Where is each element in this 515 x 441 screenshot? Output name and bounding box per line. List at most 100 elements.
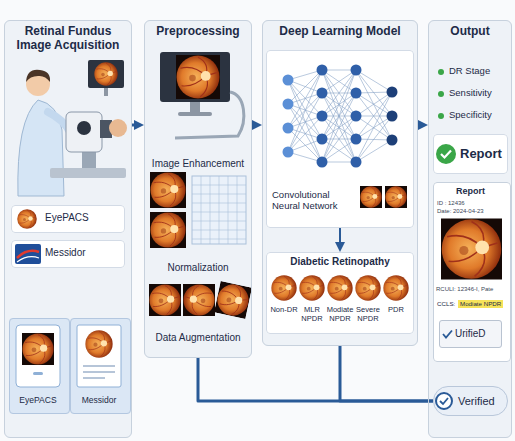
preprocessing-art: [149, 52, 252, 319]
connector: [340, 346, 433, 401]
fundus-camera-scene: [18, 60, 127, 196]
network-art: [351, 134, 362, 145]
network-art: [283, 75, 294, 86]
dataset-card-art: [83, 366, 115, 378]
network-art: [360, 186, 382, 208]
connector: [252, 124, 256, 127]
step-label: Normalization: [146, 262, 250, 274]
dataset-card: EyePACS: [9, 318, 70, 414]
class-label: Severe NPDR: [354, 306, 382, 323]
source-row: EyePACS: [11, 205, 125, 233]
network-art: [351, 157, 362, 168]
node-fill: [9, 318, 70, 414]
report-field: RCULI: 12346-I, Pate: [436, 286, 506, 293]
network-art: [351, 88, 362, 99]
output-icons: [440, 398, 448, 404]
output-icons: [441, 151, 451, 158]
class-label: Modiate NPDR: [326, 306, 354, 323]
connector: [198, 358, 433, 401]
box-heading: Diabetic Retinopathy: [268, 256, 412, 268]
panel: Output DR StageSensitivitySpecificityRepo…: [428, 20, 512, 438]
model-label: Convolutional Neural Network: [272, 190, 356, 212]
connector: [132, 124, 138, 127]
fundus-camera-scene: [104, 88, 108, 96]
fundus-camera-scene: [66, 112, 102, 152]
network-art: [385, 186, 407, 208]
fundus-camera-scene: [109, 119, 127, 137]
node-fill: [433, 386, 508, 416]
class-thumbnails: [383, 275, 408, 300]
class-label: PDR: [382, 306, 410, 315]
network-art: [387, 111, 398, 122]
fundus-camera-scene: [88, 60, 124, 88]
dataset-card-art: [85, 330, 112, 357]
panel-heading: Retinal Fundus Image Acquisition: [6, 25, 130, 53]
network-art: [317, 111, 328, 122]
dataset-card-art: [77, 325, 121, 387]
node-fill: [4, 20, 132, 438]
panel: Deep Learning ModelConvolutional Neural …: [262, 20, 418, 346]
report-field: Date: 2024-04-23: [437, 208, 484, 215]
verify-button: UrifieD: [439, 320, 502, 348]
dataset-card: Messidor: [70, 318, 131, 414]
network-art: [283, 65, 408, 209]
dataset-name: EyePACS: [10, 396, 66, 406]
network-art: [317, 134, 328, 145]
class-thumbnails: [271, 275, 408, 300]
step-label: Data Augmentation: [146, 332, 250, 344]
network-art: [387, 135, 398, 146]
dataset-card-art: [16, 325, 121, 387]
panel: Retinal Fundus Image AcquisitionEyePACS M…: [4, 20, 132, 438]
preprocessing-art: [149, 284, 181, 316]
model-box: Convolutional Neural Network: [266, 50, 414, 228]
report-field: ID : 12436: [437, 200, 465, 207]
bullet-item: DR Stage: [449, 66, 490, 77]
output-icons: [443, 331, 452, 338]
preprocessing-art: [150, 212, 186, 248]
dataset-card-art: [33, 372, 43, 375]
report-button: Report: [433, 134, 508, 174]
preprocessing-art: [178, 112, 212, 116]
report-field: CCLS:: [437, 300, 455, 307]
class-thumbnails: [299, 275, 324, 300]
verified-badge: Verified: [433, 386, 508, 416]
node-fill: [262, 20, 418, 346]
preprocessing-art: [175, 92, 244, 138]
bullet-item: Specificity: [449, 110, 492, 121]
bullet-item: Sensitivity: [449, 88, 492, 99]
preprocessing-art: [214, 281, 252, 319]
node-fill: [439, 320, 502, 348]
node-fill: [266, 252, 414, 334]
preprocessing-art: [192, 176, 246, 244]
class-thumbnails: [355, 275, 380, 300]
fundus-camera-scene: [50, 168, 126, 178]
dataset-name: Messidor: [71, 396, 127, 406]
network-art: [288, 70, 392, 162]
network-art: [317, 157, 328, 168]
fundus-camera-scene: [82, 150, 96, 168]
step-label: Image Enhancement: [146, 158, 250, 170]
preprocessing-art: [160, 52, 230, 102]
source-row: Messidor: [11, 240, 125, 268]
card-heading: Report: [434, 186, 507, 196]
source-name: Messidor: [45, 247, 86, 259]
node-fill: [11, 240, 125, 268]
dataset-card-art: [16, 325, 60, 387]
output-icons: [436, 69, 502, 409]
class-thumbnails: [327, 275, 352, 300]
source-icons: [17, 257, 39, 262]
preprocessing-art: [183, 284, 215, 316]
node-fill: [433, 182, 511, 362]
connector: [339, 228, 341, 246]
preprocessing-art: [150, 172, 186, 208]
output-icons: [436, 144, 456, 164]
panel-heading: Deep Learning Model: [264, 25, 416, 39]
output-icons: [438, 91, 444, 97]
fundus-camera-scene: [94, 62, 117, 85]
network-art: [317, 65, 328, 76]
node-fill: [70, 318, 131, 414]
node-fill: [428, 20, 512, 438]
panel-heading: Output: [430, 25, 510, 39]
